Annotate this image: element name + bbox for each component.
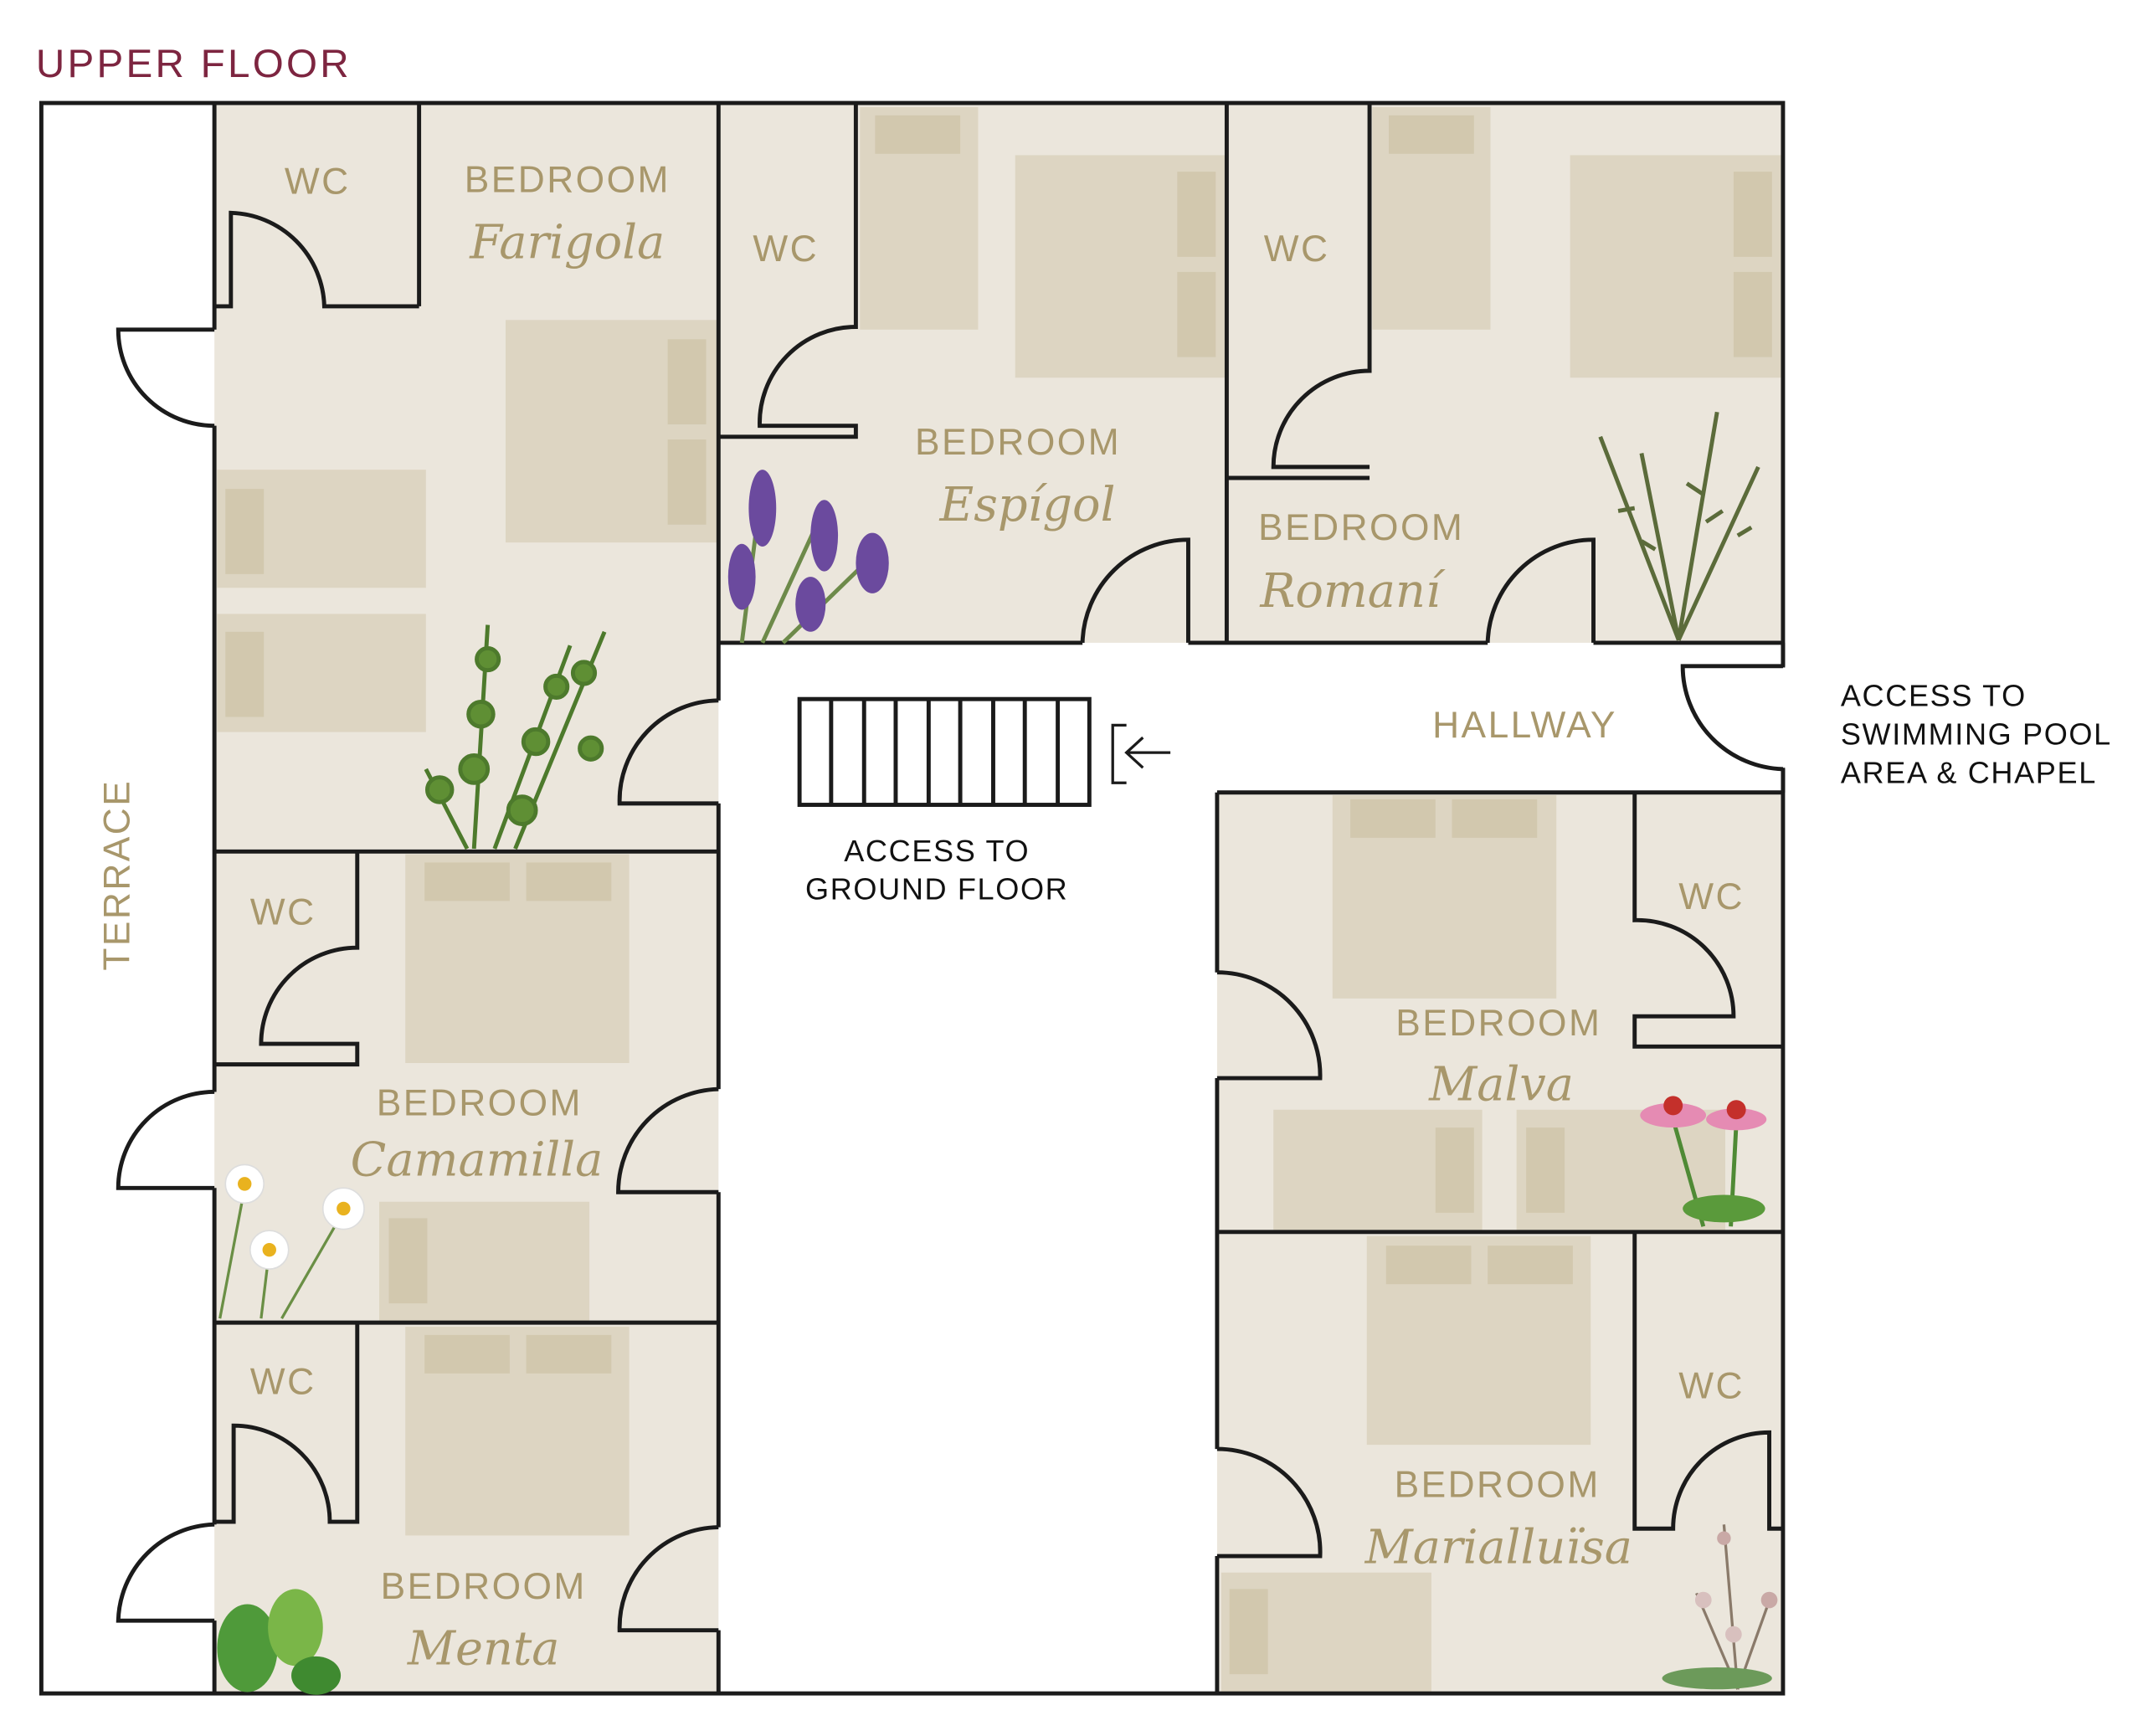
wc-label: WC — [250, 1361, 316, 1402]
bedroom-espigol: BEDROOM Espígol — [915, 422, 1121, 532]
room-name: Farigola — [469, 215, 665, 270]
bedroom-marialluisa: BEDROOM Marialluïsa — [1364, 1464, 1632, 1574]
terrace-label: TERRACE — [96, 779, 137, 971]
hallway-label: HALLWAY — [1432, 705, 1617, 746]
walls — [39, 100, 1789, 1696]
bedroom-label: BEDROOM — [915, 422, 1121, 463]
room-name: Espígol — [939, 478, 1116, 532]
pool-access-3: AREA & CHAPEL — [1841, 755, 2097, 789]
stairs-label-1: ACCESS TO — [844, 834, 1030, 868]
bedroom-label: BEDROOM — [465, 160, 671, 201]
stairs[interactable] — [797, 696, 1092, 807]
bedroom-label: BEDROOM — [1258, 507, 1464, 548]
room-name: Malva — [1428, 1057, 1574, 1112]
bedroom-malva: BEDROOM Malva — [1395, 1003, 1601, 1112]
pool-access-1: ACCESS TO — [1841, 678, 2027, 712]
room-name: Menta — [407, 1622, 560, 1677]
rosemary-plant-icon — [1598, 411, 1760, 641]
wc-label: WC — [250, 891, 316, 932]
furniture — [217, 106, 1783, 1694]
bedroom-label: BEDROOM — [381, 1566, 587, 1607]
stairs-label-2: GROUND FLOOR — [805, 872, 1068, 907]
wc-label: WC — [1678, 876, 1745, 917]
lavender-plant-icon — [727, 470, 889, 645]
lemon-verbena-plant-icon — [1662, 1524, 1778, 1690]
wc-label: WC — [1264, 229, 1330, 270]
bedroom-label: BEDROOM — [1395, 1003, 1601, 1044]
wc-label: WC — [753, 229, 819, 270]
doors — [116, 103, 1784, 1633]
bedroom-camamilla: BEDROOM Camamilla — [351, 1082, 604, 1187]
thyme-plant-icon — [424, 624, 607, 850]
room-name: Marialluïsa — [1364, 1520, 1632, 1574]
bedroom-farigola: BEDROOM Farigola — [465, 160, 671, 270]
chamomile-plant-icon — [218, 1163, 365, 1320]
pool-access-2: SWIMMING POOL — [1841, 716, 2112, 751]
echinacea-plant-icon — [1640, 1096, 1767, 1227]
bedroom-label: BEDROOM — [377, 1082, 583, 1123]
wc-labels: WC WC WC WC WC WC WC — [250, 161, 1745, 1406]
mint-plant-icon — [217, 1589, 342, 1695]
wc-label: WC — [1678, 1365, 1745, 1406]
room-name: Camamilla — [351, 1133, 604, 1188]
wc-label: WC — [285, 161, 351, 202]
floor-title: UPPER FLOOR — [36, 42, 352, 86]
bedroom-romani: BEDROOM Romaní — [1258, 507, 1464, 619]
room-name: Romaní — [1259, 564, 1446, 619]
bedroom-menta: BEDROOM Menta — [381, 1566, 587, 1677]
bedroom-label: BEDROOM — [1395, 1464, 1601, 1505]
arrow-left-icon — [1111, 723, 1171, 784]
